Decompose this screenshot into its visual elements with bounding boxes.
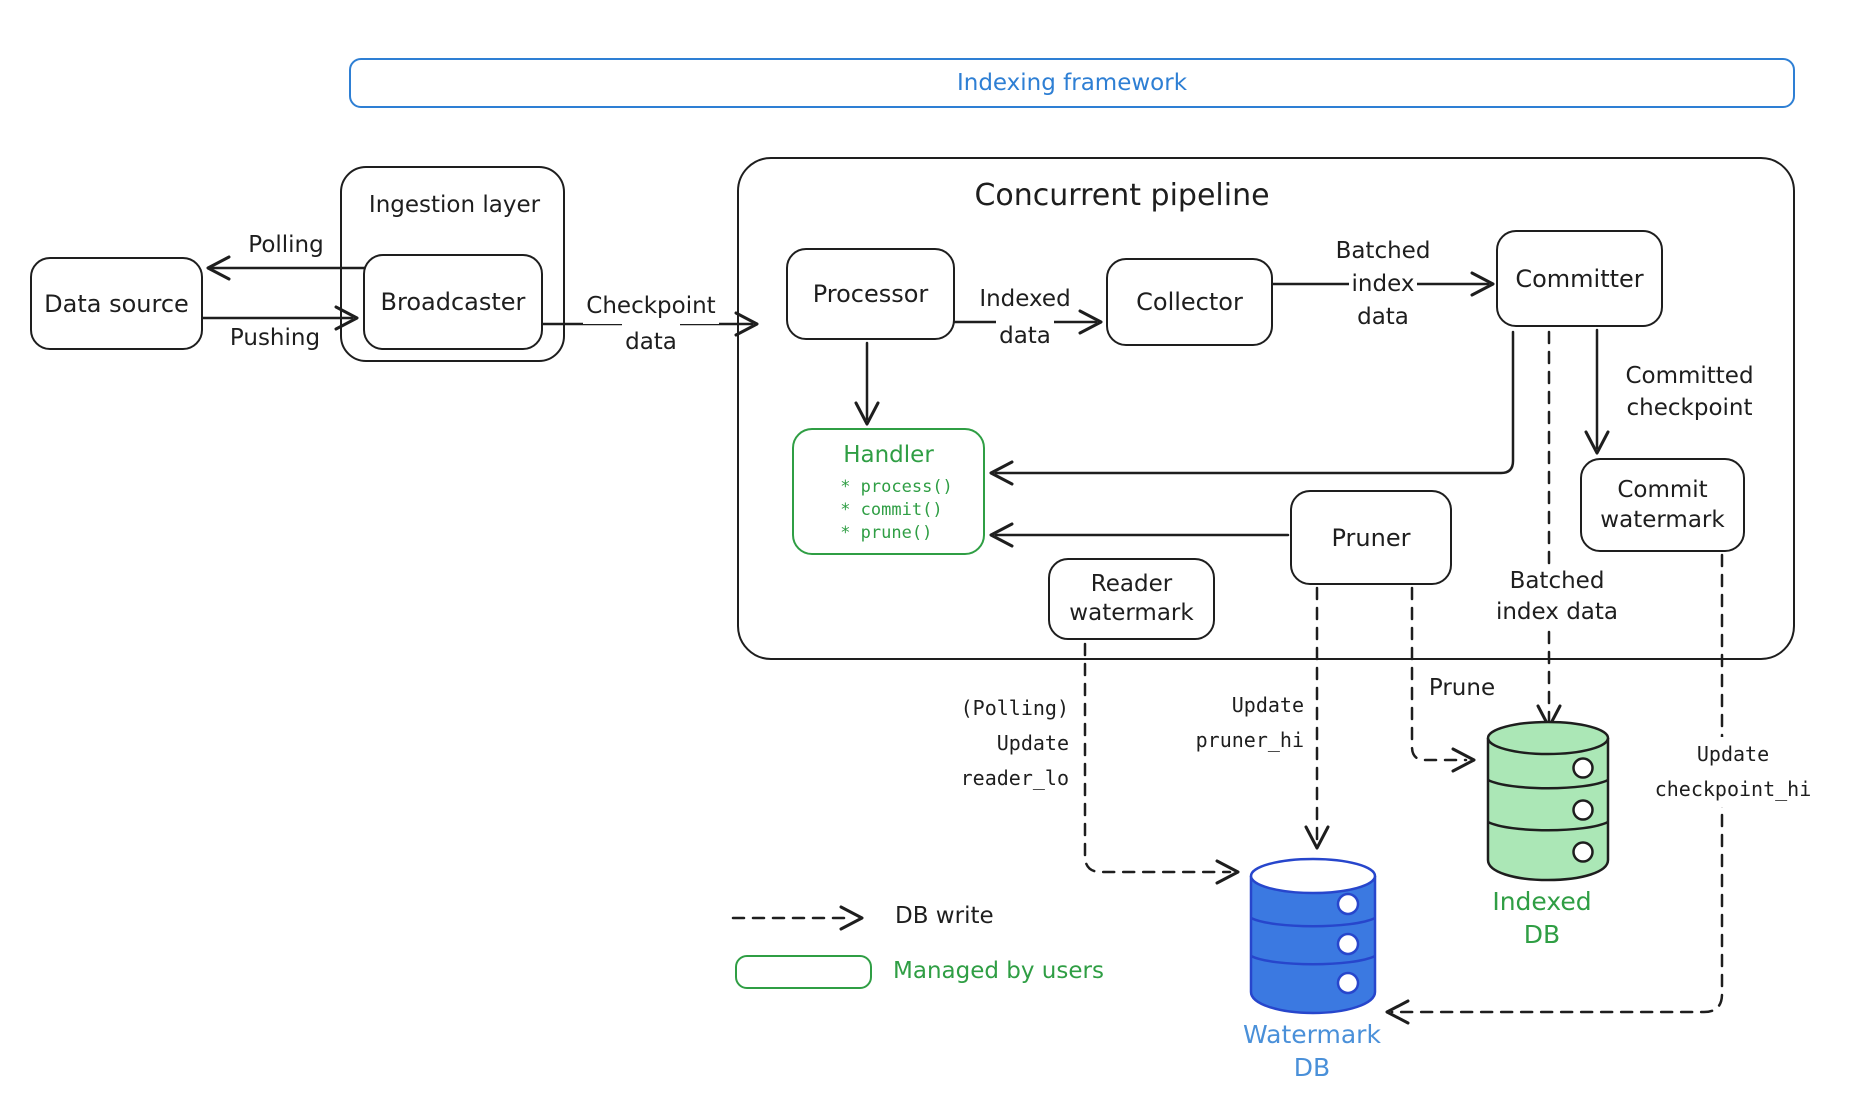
- committed-checkpoint-label: Committed checkpoint: [1612, 360, 1767, 424]
- node-processor: Processor: [786, 248, 955, 340]
- collector-label: Collector: [1136, 288, 1243, 316]
- committer-label: Committer: [1515, 264, 1644, 293]
- ingestion-layer-title: Ingestion layer: [352, 190, 557, 221]
- node-committer: Committer: [1496, 230, 1663, 327]
- checkpoint-data-label: Checkpoint data: [571, 288, 731, 360]
- node-data-source: Data source: [30, 257, 203, 350]
- prune-arrowhead: [1451, 747, 1476, 773]
- prune-label: Prune: [1412, 673, 1512, 704]
- watermark-db-cylinder-icon: [1249, 857, 1377, 1015]
- update-checkpoint-hi-label: Update checkpoint_hi: [1633, 737, 1833, 807]
- indexed-db-cylinder-icon: [1486, 720, 1610, 882]
- legend-managed-box: [735, 955, 872, 989]
- processor-label: Processor: [812, 280, 929, 308]
- indexed-db-label: Indexed DB: [1492, 887, 1592, 949]
- pushing-arrow: [201, 305, 359, 331]
- handler-method-prune: * prune(): [840, 523, 933, 543]
- handler-methods: * process() * commit() * prune(): [824, 476, 953, 545]
- legend-arrowhead: [839, 905, 864, 931]
- batched-index-data-2-label: Batched index data: [1477, 566, 1637, 628]
- polling-arrow: [206, 255, 367, 281]
- data-source-label: Data source: [44, 289, 189, 318]
- node-broadcaster: Broadcaster: [363, 254, 543, 350]
- broadcaster-label: Broadcaster: [380, 288, 526, 316]
- reader-lo-arrowhead: [1215, 859, 1240, 885]
- legend-managed-by-users-label: Managed by users: [890, 956, 1110, 987]
- handler-title: Handler: [843, 442, 934, 468]
- committer-to-handler-arrow: [989, 330, 1515, 486]
- node-pruner: Pruner: [1290, 490, 1452, 585]
- reader-lo-dashed: [1083, 642, 1232, 874]
- pruner-label: Pruner: [1331, 523, 1411, 552]
- committed-checkpoint-arrow: [1584, 328, 1610, 455]
- pruner-hi-arrowhead: [1304, 825, 1330, 850]
- update-reader-lo-label: (Polling) Update reader_lo: [872, 691, 1072, 796]
- processor-to-handler-arrow: [854, 341, 880, 426]
- handler-method-commit: * commit(): [840, 500, 943, 520]
- node-handler: Handler * process() * commit() * prune(): [792, 428, 985, 555]
- indexed-data-label: Indexed data: [955, 281, 1095, 355]
- polling-label: Polling: [224, 230, 348, 261]
- prune-dashed: [1410, 586, 1468, 762]
- indexing-framework-title: Indexing framework: [956, 70, 1188, 96]
- node-commit-watermark: Commit watermark: [1580, 458, 1745, 552]
- indexing-framework-frame: Indexing framework: [349, 58, 1795, 108]
- ingestion-layer-frame: [340, 166, 565, 362]
- node-reader-watermark: Reader watermark: [1048, 558, 1215, 640]
- batched-index-data-label: Batched index data: [1313, 235, 1453, 334]
- pruner-to-handler-arrow: [989, 522, 1290, 548]
- node-collector: Collector: [1106, 258, 1273, 346]
- checkpoint-hi-dashed: [1390, 553, 1724, 1014]
- checkpoint-hi-arrowhead: [1385, 999, 1410, 1025]
- legend-db-write-label: DB write: [892, 901, 1012, 932]
- handler-method-process: * process(): [840, 477, 953, 497]
- update-pruner-hi-label: Update pruner_hi: [1127, 688, 1307, 758]
- pushing-label: Pushing: [213, 323, 337, 354]
- concurrent-pipeline-frame: [737, 157, 1795, 660]
- watermark-db-label: Watermark DB: [1243, 1020, 1381, 1082]
- concurrent-pipeline-title: Concurrent pipeline: [954, 180, 1290, 211]
